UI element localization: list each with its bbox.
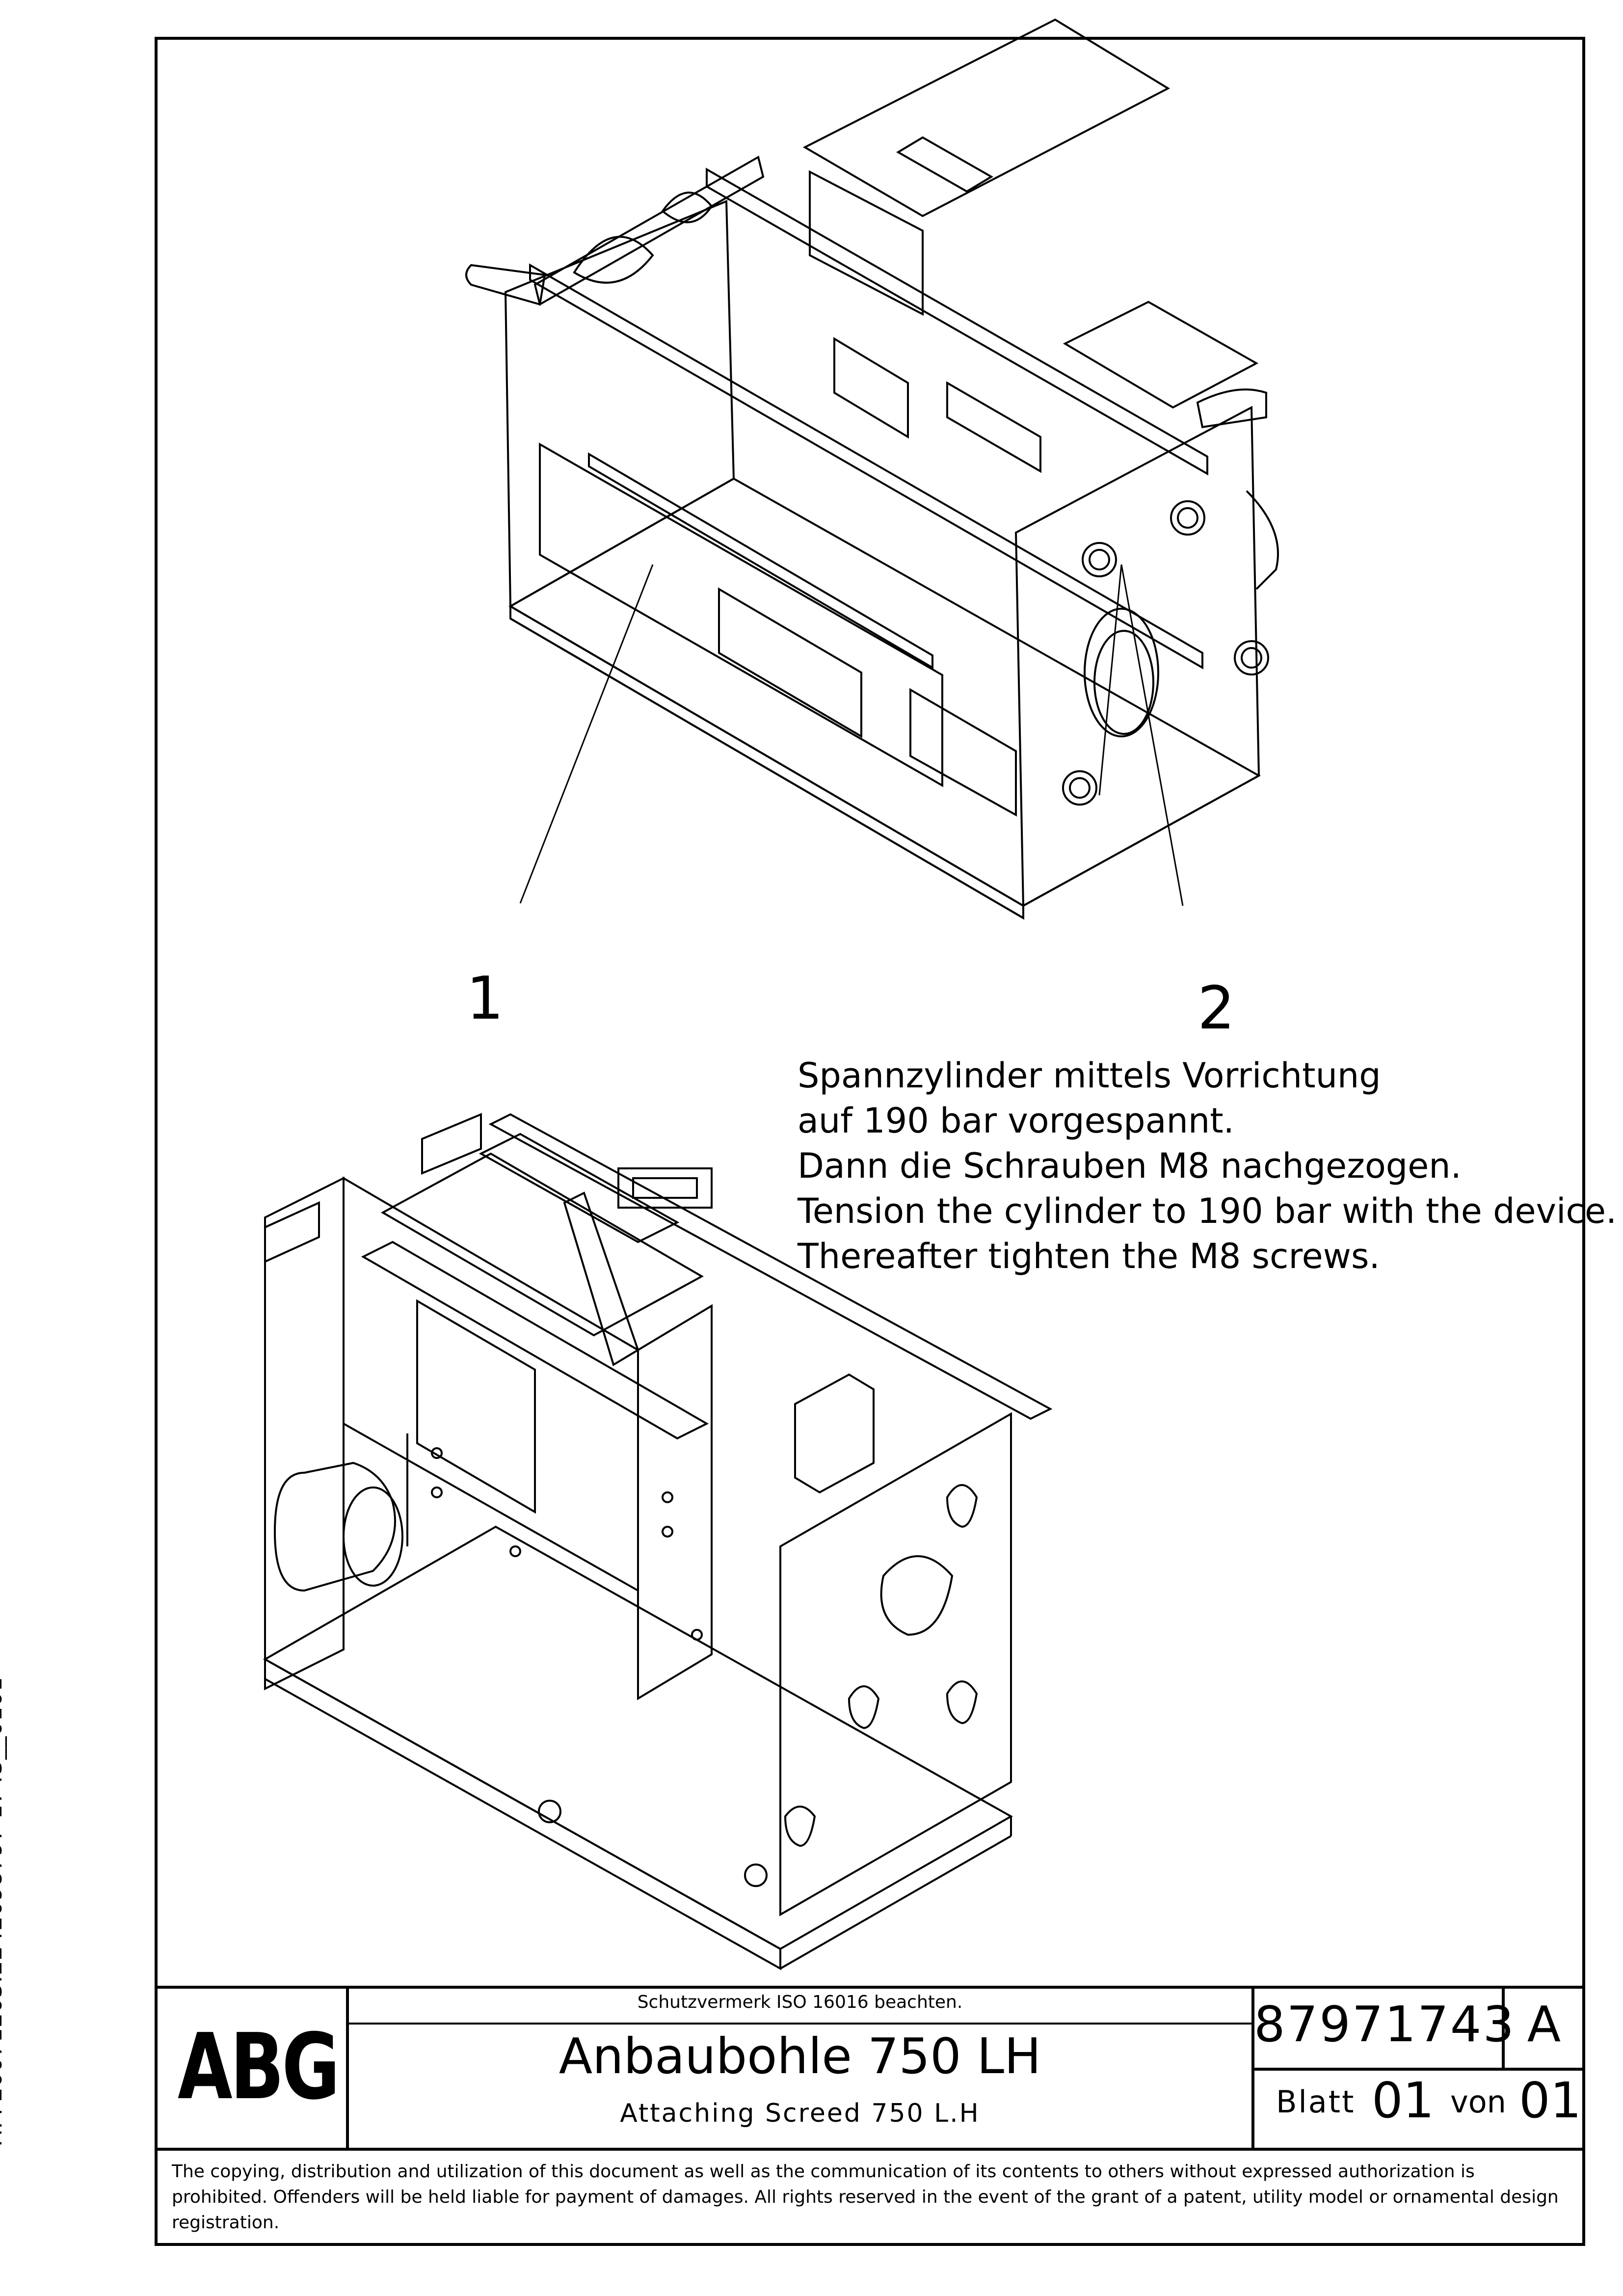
sheet-total: 01 — [1519, 2072, 1582, 2129]
bottom-assembly-drawing — [263, 1113, 1053, 1971]
title-block-bottom-rule — [155, 2148, 1585, 2151]
title-english: Attaching Screed 750 L.H — [620, 2099, 980, 2128]
callout-1: 1 — [466, 965, 504, 1033]
docnum-rule — [1251, 2068, 1585, 2071]
note-line: Spannzylinder mittels Vorrichtung — [798, 1055, 1381, 1096]
abg-logo: ABG — [177, 2014, 340, 2120]
of-label: von — [1450, 2084, 1506, 2120]
title-german: Anbaubohle 750 LH — [559, 2027, 1041, 2085]
note-line: Dann die Schrauben M8 nachgezogen. — [798, 1146, 1462, 1186]
callout-2: 2 — [1197, 974, 1235, 1043]
protection-rule — [346, 2023, 1253, 2025]
note-line: Tension the cylinder to 190 bar with the… — [798, 1191, 1617, 1231]
revision-letter: A — [1527, 1996, 1561, 2053]
assembly-note: Spannzylinder mittels Vorrichtung auf 19… — [798, 1053, 1617, 1279]
top-assembly-drawing — [465, 18, 1279, 920]
note-line: auf 190 bar vorgespannt. — [798, 1101, 1234, 1141]
sheet-label: Blatt — [1276, 2084, 1356, 2120]
title-divider — [1251, 1986, 1254, 2149]
legal-notice: The copying, distribution and utilizatio… — [172, 2161, 1559, 2233]
sheet-number: 01 — [1372, 2072, 1435, 2129]
note-line: Thereafter tighten the M8 screws. — [798, 1236, 1380, 1276]
revision-divider — [1502, 1986, 1505, 2069]
title-block-top-rule — [155, 1986, 1585, 1989]
protection-note: Schutzvermerk ISO 16016 beachten. — [637, 1992, 963, 2012]
drawing-frame — [155, 37, 1585, 2246]
document-number: 87971743 — [1254, 1996, 1516, 2053]
logo-divider — [346, 1986, 349, 2149]
